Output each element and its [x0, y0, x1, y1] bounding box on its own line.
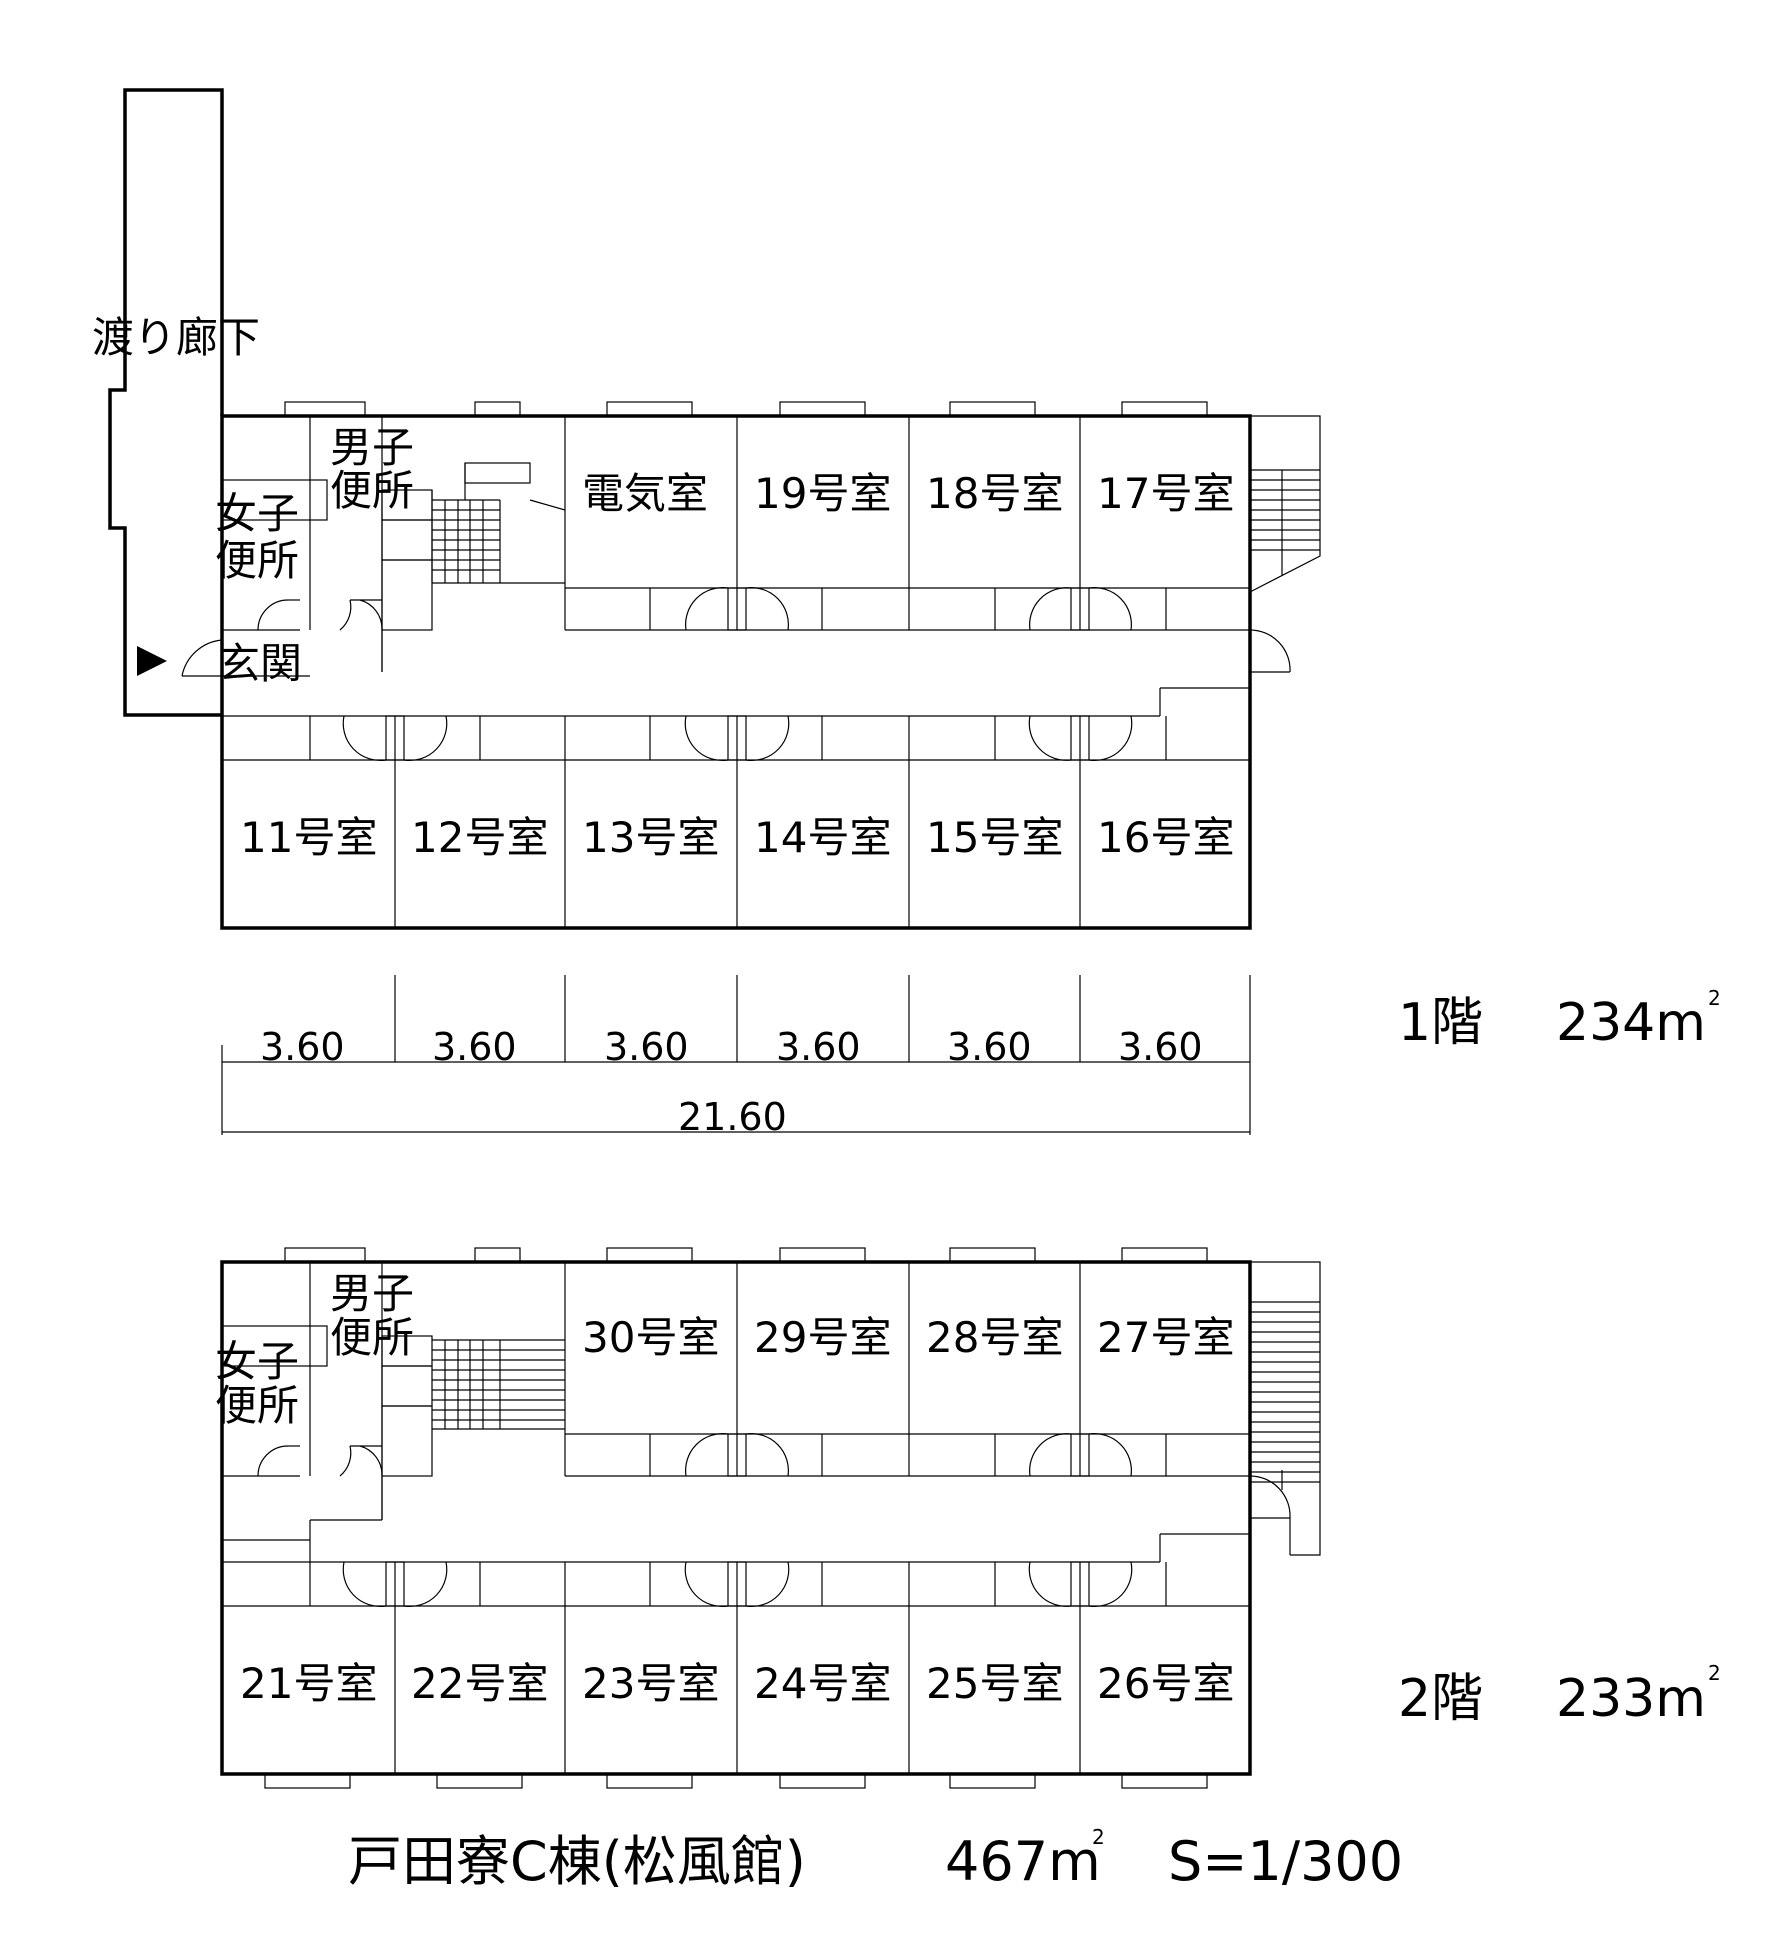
floor1-partitions — [181, 416, 1250, 928]
room-label: 13号室 — [582, 813, 719, 862]
floor1-womens-wc-label-2: 便所 — [215, 536, 299, 585]
floor2-mens-wc-label-2: 便所 — [330, 1313, 414, 1362]
floor2-stair-east — [1249, 1261, 1321, 1556]
room-label: 27号室 — [1097, 1313, 1234, 1362]
room-label: 19号室 — [754, 469, 891, 518]
floor2-mens-wc-label-1: 男子 — [330, 1269, 414, 1318]
floor2-bottom-windows — [264, 1773, 1208, 1789]
room-label: 29号室 — [754, 1313, 891, 1362]
walkway — [108, 88, 224, 717]
floor2-stair-west — [432, 1340, 565, 1429]
total-dimension: 21.60 — [678, 1095, 787, 1139]
floor1-stair-east — [1249, 415, 1321, 673]
room-label: 21号室 — [240, 1659, 377, 1708]
room-label: 22号室 — [411, 1659, 548, 1708]
floor1-area-superscript: 2 — [1708, 986, 1721, 1010]
room-label: 11号室 — [240, 813, 377, 862]
floor2-top-windows — [284, 1247, 1208, 1263]
corridor-label: 渡り廊下 — [92, 313, 260, 362]
walkway-outline — [108, 88, 224, 717]
floor1-label: 1階 — [1398, 993, 1483, 1053]
bay-dimension: 3.60 — [604, 1025, 689, 1069]
room-label: 28号室 — [926, 1313, 1063, 1362]
floor2-partitions — [221, 1262, 1250, 1774]
floor1-plan — [181, 401, 1321, 930]
floor2-north-room-labels: 30号室 29号室 28号室 27号室 — [582, 1313, 1234, 1362]
entrance-arrow-icon — [137, 646, 167, 676]
room-label: 24号室 — [754, 1659, 891, 1708]
bay-dimension: 3.60 — [260, 1025, 345, 1069]
room-label: 14号室 — [754, 813, 891, 862]
room-label: 30号室 — [582, 1313, 719, 1362]
total-area-superscript: 2 — [1092, 1825, 1105, 1849]
floor2-label: 2階 — [1398, 1669, 1483, 1729]
dimension-labels: 3.60 3.60 3.60 3.60 3.60 3.60 21.60 — [260, 1025, 1203, 1139]
floor1-area: 234m — [1556, 993, 1706, 1053]
room-label: 23号室 — [582, 1659, 719, 1708]
room-label: 26号室 — [1097, 1659, 1234, 1708]
floor2-womens-wc-label-1: 女子 — [215, 1337, 299, 1386]
floor1-stair-west — [432, 463, 566, 583]
floor1-mens-wc-label-2: 便所 — [330, 466, 414, 515]
room-label: 15号室 — [926, 813, 1063, 862]
floor1-north-room-labels: 電気室 19号室 18号室 17号室 — [582, 469, 1234, 518]
scale-label: S=1/300 — [1168, 1830, 1403, 1893]
floor1-top-windows — [284, 401, 1208, 417]
bay-dimension: 3.60 — [776, 1025, 861, 1069]
floor1-south-room-labels: 11号室 12号室 13号室 14号室 15号室 16号室 — [240, 813, 1234, 862]
floor1-womens-wc-label-1: 女子 — [215, 489, 299, 538]
floor2-plan — [220, 1247, 1321, 1789]
room-label: 25号室 — [926, 1659, 1063, 1708]
bay-dimension: 3.60 — [432, 1025, 517, 1069]
floor1-mens-wc-label-1: 男子 — [330, 423, 414, 472]
floor2-south-room-labels: 21号室 22号室 23号室 24号室 25号室 26号室 — [240, 1659, 1234, 1708]
floor2-area-superscript: 2 — [1708, 1661, 1721, 1685]
entrance-label: 玄関 — [218, 639, 302, 688]
floor2-area: 233m — [1556, 1669, 1706, 1729]
dimension-lines — [221, 975, 1251, 1135]
room-label: 17号室 — [1097, 469, 1234, 518]
room-label: 16号室 — [1097, 813, 1234, 862]
bay-dimension: 3.60 — [947, 1025, 1032, 1069]
room-label: 18号室 — [926, 469, 1063, 518]
total-area: 467m — [945, 1830, 1101, 1893]
room-label: 12号室 — [411, 813, 548, 862]
bay-dimension: 3.60 — [1118, 1025, 1203, 1069]
room-label: 電気室 — [582, 469, 708, 518]
building-title: 戸田寮C棟(松風館) — [348, 1830, 806, 1893]
floor2-womens-wc-label-2: 便所 — [215, 1381, 299, 1430]
